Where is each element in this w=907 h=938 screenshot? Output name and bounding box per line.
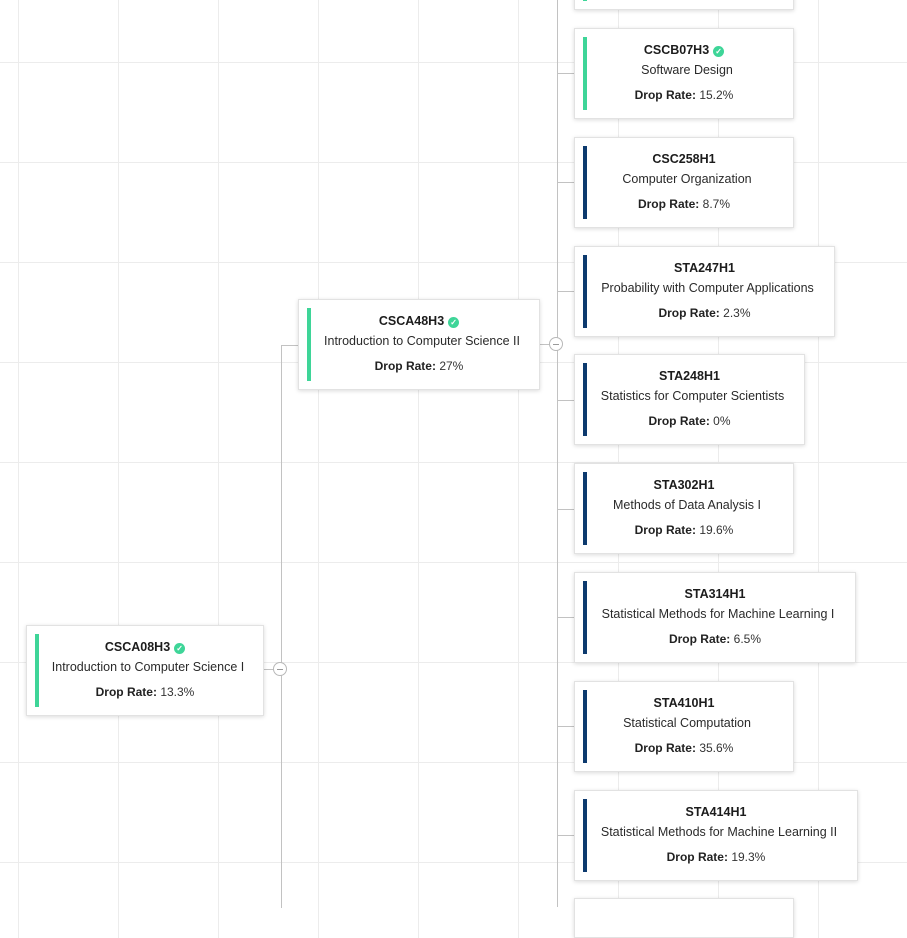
drop-rate: Drop Rate: 0% [575,414,804,428]
tree-connector [281,907,282,908]
drop-rate-value: 15.2% [699,88,734,102]
tree-connector [557,617,574,618]
course-card-partial-top[interactable] [574,0,794,10]
course-name: Statistical Methods for Machine Learning… [600,825,838,839]
completion-bar [583,799,587,872]
completion-bar [583,37,587,110]
tree-connector [281,345,299,346]
course-name: Software Design [641,63,733,77]
course-card-sta302[interactable]: STA302H1 Methods of Data Analysis I Drop… [574,463,794,554]
collapse-toggle-icon[interactable] [273,662,287,676]
course-code: STA410H1 [653,696,715,710]
drop-rate: Drop Rate: 15.2% [575,88,793,102]
tree-connector [557,400,574,401]
completion-bar [583,690,587,763]
drop-rate-value: 6.5% [733,632,762,646]
tree-connector-level2 [557,0,558,907]
check-circle-icon: ✓ [448,317,460,328]
drop-rate: Drop Rate: 8.7% [575,197,793,211]
completion-bar [583,581,587,654]
course-card-csca08[interactable]: CSCA08H3✓ Introduction to Computer Scien… [26,625,264,716]
course-card-csc258[interactable]: CSC258H1 Computer Organization Drop Rate… [574,137,794,228]
course-card-sta410[interactable]: STA410H1 Statistical Computation Drop Ra… [574,681,794,772]
drop-rate-label: Drop Rate: [648,414,710,428]
completion-bar [583,255,587,328]
course-name: Probability with Computer Applications [601,281,814,295]
completion-bar [307,308,311,381]
tree-connector [263,669,282,670]
drop-rate-label: Drop Rate: [634,88,696,102]
course-card-csca48[interactable]: CSCA48H3✓ Introduction to Computer Scien… [298,299,540,390]
drop-rate-label: Drop Rate: [634,523,696,537]
drop-rate-label: Drop Rate: [374,359,436,373]
course-card-cscb07[interactable]: CSCB07H3✓ Software Design Drop Rate: 15.… [574,28,794,119]
course-name: Statistical Methods for Machine Learning… [601,607,835,621]
tree-connector [557,726,574,727]
completion-bar [583,363,587,436]
drop-rate-value: 13.3% [160,685,195,699]
course-code: CSCB07H3 [643,43,710,57]
drop-rate-label: Drop Rate: [668,632,731,646]
drop-rate: Drop Rate: 19.3% [575,850,857,864]
course-code: STA247H1 [674,261,735,275]
drop-rate: Drop Rate: 13.3% [27,685,263,699]
drop-rate-value: 8.7% [702,197,731,211]
tree-connector [557,509,574,510]
drop-rate-value: 2.3% [723,306,751,320]
drop-rate-label: Drop Rate: [637,197,700,211]
course-code: CSC258H1 [652,152,716,166]
course-code: STA248H1 [659,369,720,383]
drop-rate-label: Drop Rate: [658,306,720,320]
course-code: CSCA08H3 [104,640,171,654]
tree-connector [557,182,574,183]
drop-rate: Drop Rate: 27% [299,359,539,373]
course-code: STA302H1 [653,478,715,492]
course-card-sta314[interactable]: STA314H1 Statistical Methods for Machine… [574,572,856,663]
course-code: STA414H1 [685,805,747,819]
drop-rate-value: 0% [713,414,731,428]
completion-bar [583,146,587,219]
course-name: Introduction to Computer Science II [324,334,520,348]
completion-bar [35,634,39,707]
collapse-toggle-icon[interactable] [549,337,563,351]
drop-rate-value: 19.6% [699,523,734,537]
tree-connector-root [281,345,282,907]
tree-connector [539,344,558,345]
drop-rate-value: 27% [439,359,464,373]
drop-rate-label: Drop Rate: [634,741,696,755]
completion-bar [583,472,587,545]
drop-rate: Drop Rate: 2.3% [575,306,834,320]
drop-rate-label: Drop Rate: [666,850,728,864]
course-code: STA314H1 [684,587,746,601]
drop-rate-value: 19.3% [731,850,766,864]
check-circle-icon: ✓ [713,46,725,57]
course-card-sta248[interactable]: STA248H1 Statistics for Computer Scienti… [574,354,805,445]
course-card-sta414[interactable]: STA414H1 Statistical Methods for Machine… [574,790,858,881]
course-name: Introduction to Computer Science I [51,660,245,674]
drop-rate-value: 35.6% [699,741,734,755]
drop-rate-label: Drop Rate: [95,685,157,699]
check-circle-icon: ✓ [174,643,186,654]
course-card-partial-bottom[interactable] [574,898,794,938]
drop-rate: Drop Rate: 35.6% [575,741,793,755]
tree-connector [557,73,574,74]
tree-connector [557,291,574,292]
tree-connector [557,835,574,836]
completion-bar [583,0,587,1]
course-card-sta247[interactable]: STA247H1 Probability with Computer Appli… [574,246,835,337]
course-code: CSCA48H3 [378,314,445,328]
course-name: Computer Organization [622,172,752,186]
course-name: Methods of Data Analysis I [613,498,761,512]
course-name: Statistics for Computer Scientists [600,389,785,403]
course-name: Statistical Computation [623,716,751,730]
drop-rate: Drop Rate: 19.6% [575,523,793,537]
drop-rate: Drop Rate: 6.5% [575,632,855,646]
